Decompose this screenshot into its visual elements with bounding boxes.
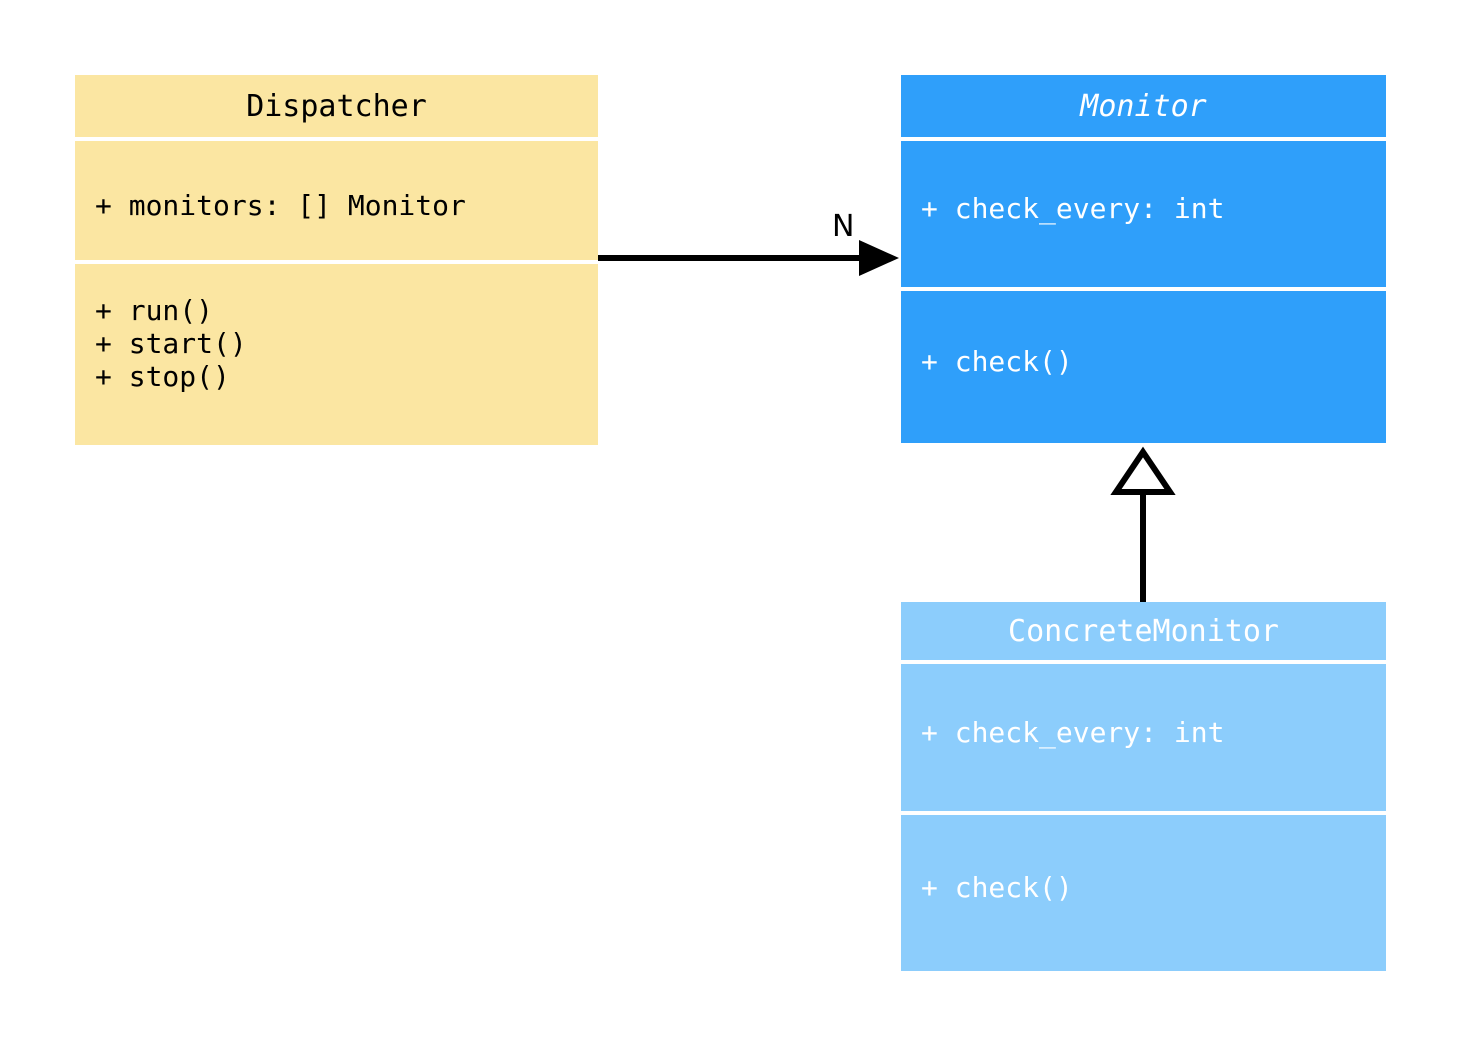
association-arrow-dispatcher-monitor (598, 240, 899, 276)
class-attributes-concrete-monitor: + check_every: int (921, 716, 1225, 749)
class-attributes-section-monitor: + check_every: int (901, 141, 1386, 287)
class-name-dispatcher: Dispatcher (246, 89, 427, 124)
class-operations-section-concrete-monitor: + check() (901, 815, 1386, 971)
class-name-monitor: Monitor (1080, 89, 1207, 124)
class-attributes-monitor: + check_every: int (921, 192, 1225, 225)
class-operations-concrete-monitor: + check() (921, 871, 1073, 904)
class-operations-section-dispatcher: + run() + start() + stop() (75, 264, 598, 445)
filled-triangle-arrowhead-icon (859, 240, 899, 276)
class-title-section-dispatcher: Dispatcher (75, 75, 598, 137)
generalization-arrow-concrete-monitor-monitor (1110, 446, 1176, 602)
class-attributes-dispatcher: + monitors: [] Monitor (95, 189, 466, 222)
multiplicity-label-n: N (832, 209, 855, 244)
class-title-section-concrete-monitor: ConcreteMonitor (901, 602, 1386, 660)
class-attributes-section-dispatcher: + monitors: [] Monitor (75, 141, 598, 260)
class-operations-section-monitor: + check() (901, 291, 1386, 443)
hollow-triangle-arrowhead-icon (1110, 446, 1176, 495)
class-operations-dispatcher: + run() + start() + stop() (95, 294, 247, 393)
class-operations-monitor: + check() (921, 345, 1073, 378)
class-box-concrete-monitor[interactable]: ConcreteMonitor + check_every: int + che… (901, 602, 1386, 971)
class-box-dispatcher[interactable]: Dispatcher + monitors: [] Monitor + run(… (75, 75, 598, 445)
class-attributes-section-concrete-monitor: + check_every: int (901, 664, 1386, 811)
class-name-concrete-monitor: ConcreteMonitor (1008, 614, 1279, 649)
class-title-section-monitor: Monitor (901, 75, 1386, 137)
class-box-monitor[interactable]: Monitor + check_every: int + check() (901, 75, 1386, 443)
